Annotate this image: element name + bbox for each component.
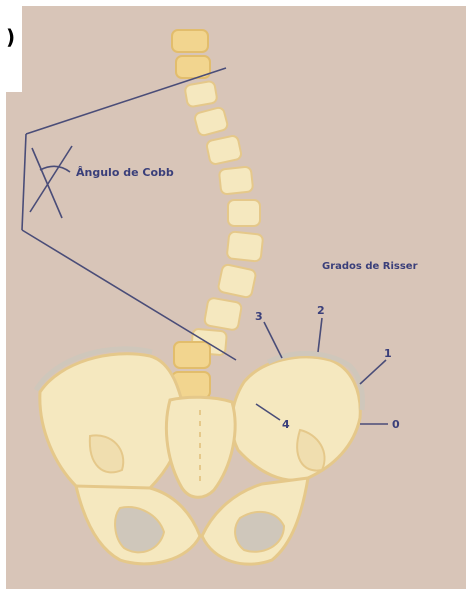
vertebra (206, 135, 242, 165)
risser-grade-0: 0 (392, 418, 400, 431)
vertebra (174, 342, 210, 368)
risser-grade-4: 4 (282, 418, 290, 431)
vertebra (184, 81, 217, 108)
risser-grade-3: 3 (255, 310, 263, 323)
vertebra (217, 264, 256, 298)
vertebra (172, 30, 208, 52)
cobb-angle-label: Ângulo de Cobb (76, 166, 174, 179)
vertebra (219, 166, 253, 194)
vertebra (204, 297, 242, 330)
corner-mark: ) (6, 25, 15, 49)
vertebra (228, 200, 260, 226)
risser-grade-1: 1 (384, 347, 392, 360)
risser-grade-2: 2 (317, 304, 325, 317)
vertebra (227, 231, 264, 261)
risser-grades-label: Grados de Risser (322, 261, 418, 272)
